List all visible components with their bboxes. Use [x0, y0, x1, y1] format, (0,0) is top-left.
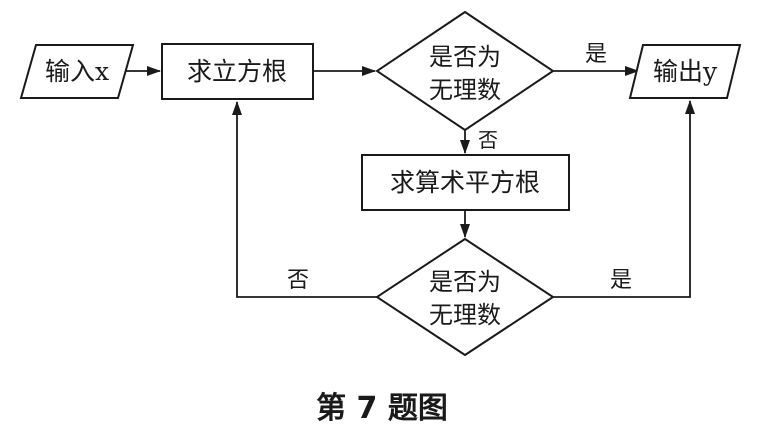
edge-label-top-yes: 是	[585, 42, 607, 67]
edge-decision-bottom-no	[232, 101, 377, 298]
edge-decision-bottom-yes	[553, 100, 695, 298]
edge-label-bottom-yes: 是	[610, 268, 632, 293]
decision-bottom-line1: 是否为	[429, 268, 501, 296]
input-node: 输入x	[19, 44, 135, 99]
decision-bottom-node: 是否为 无理数	[375, 237, 555, 357]
edge-label-bottom-no: 否	[287, 268, 309, 293]
decision-top-node: 是否为 无理数	[375, 10, 555, 132]
edge-label-top-no: 否	[478, 128, 498, 152]
output-label: 输出y	[653, 57, 718, 86]
decision-top-line2: 无理数	[429, 76, 501, 104]
input-label: 输入x	[45, 57, 109, 86]
output-node: 输出y	[628, 44, 742, 99]
sqrt-label: 求算术平方根	[390, 168, 540, 197]
decision-bottom-line2: 无理数	[429, 301, 501, 329]
sqrt-node: 求算术平方根	[361, 154, 570, 211]
cube-root-label: 求立方根	[187, 57, 287, 86]
cube-root-node: 求立方根	[161, 43, 314, 100]
figure-caption: 第 7 题图	[316, 391, 448, 426]
decision-top-line1: 是否为	[429, 43, 501, 71]
